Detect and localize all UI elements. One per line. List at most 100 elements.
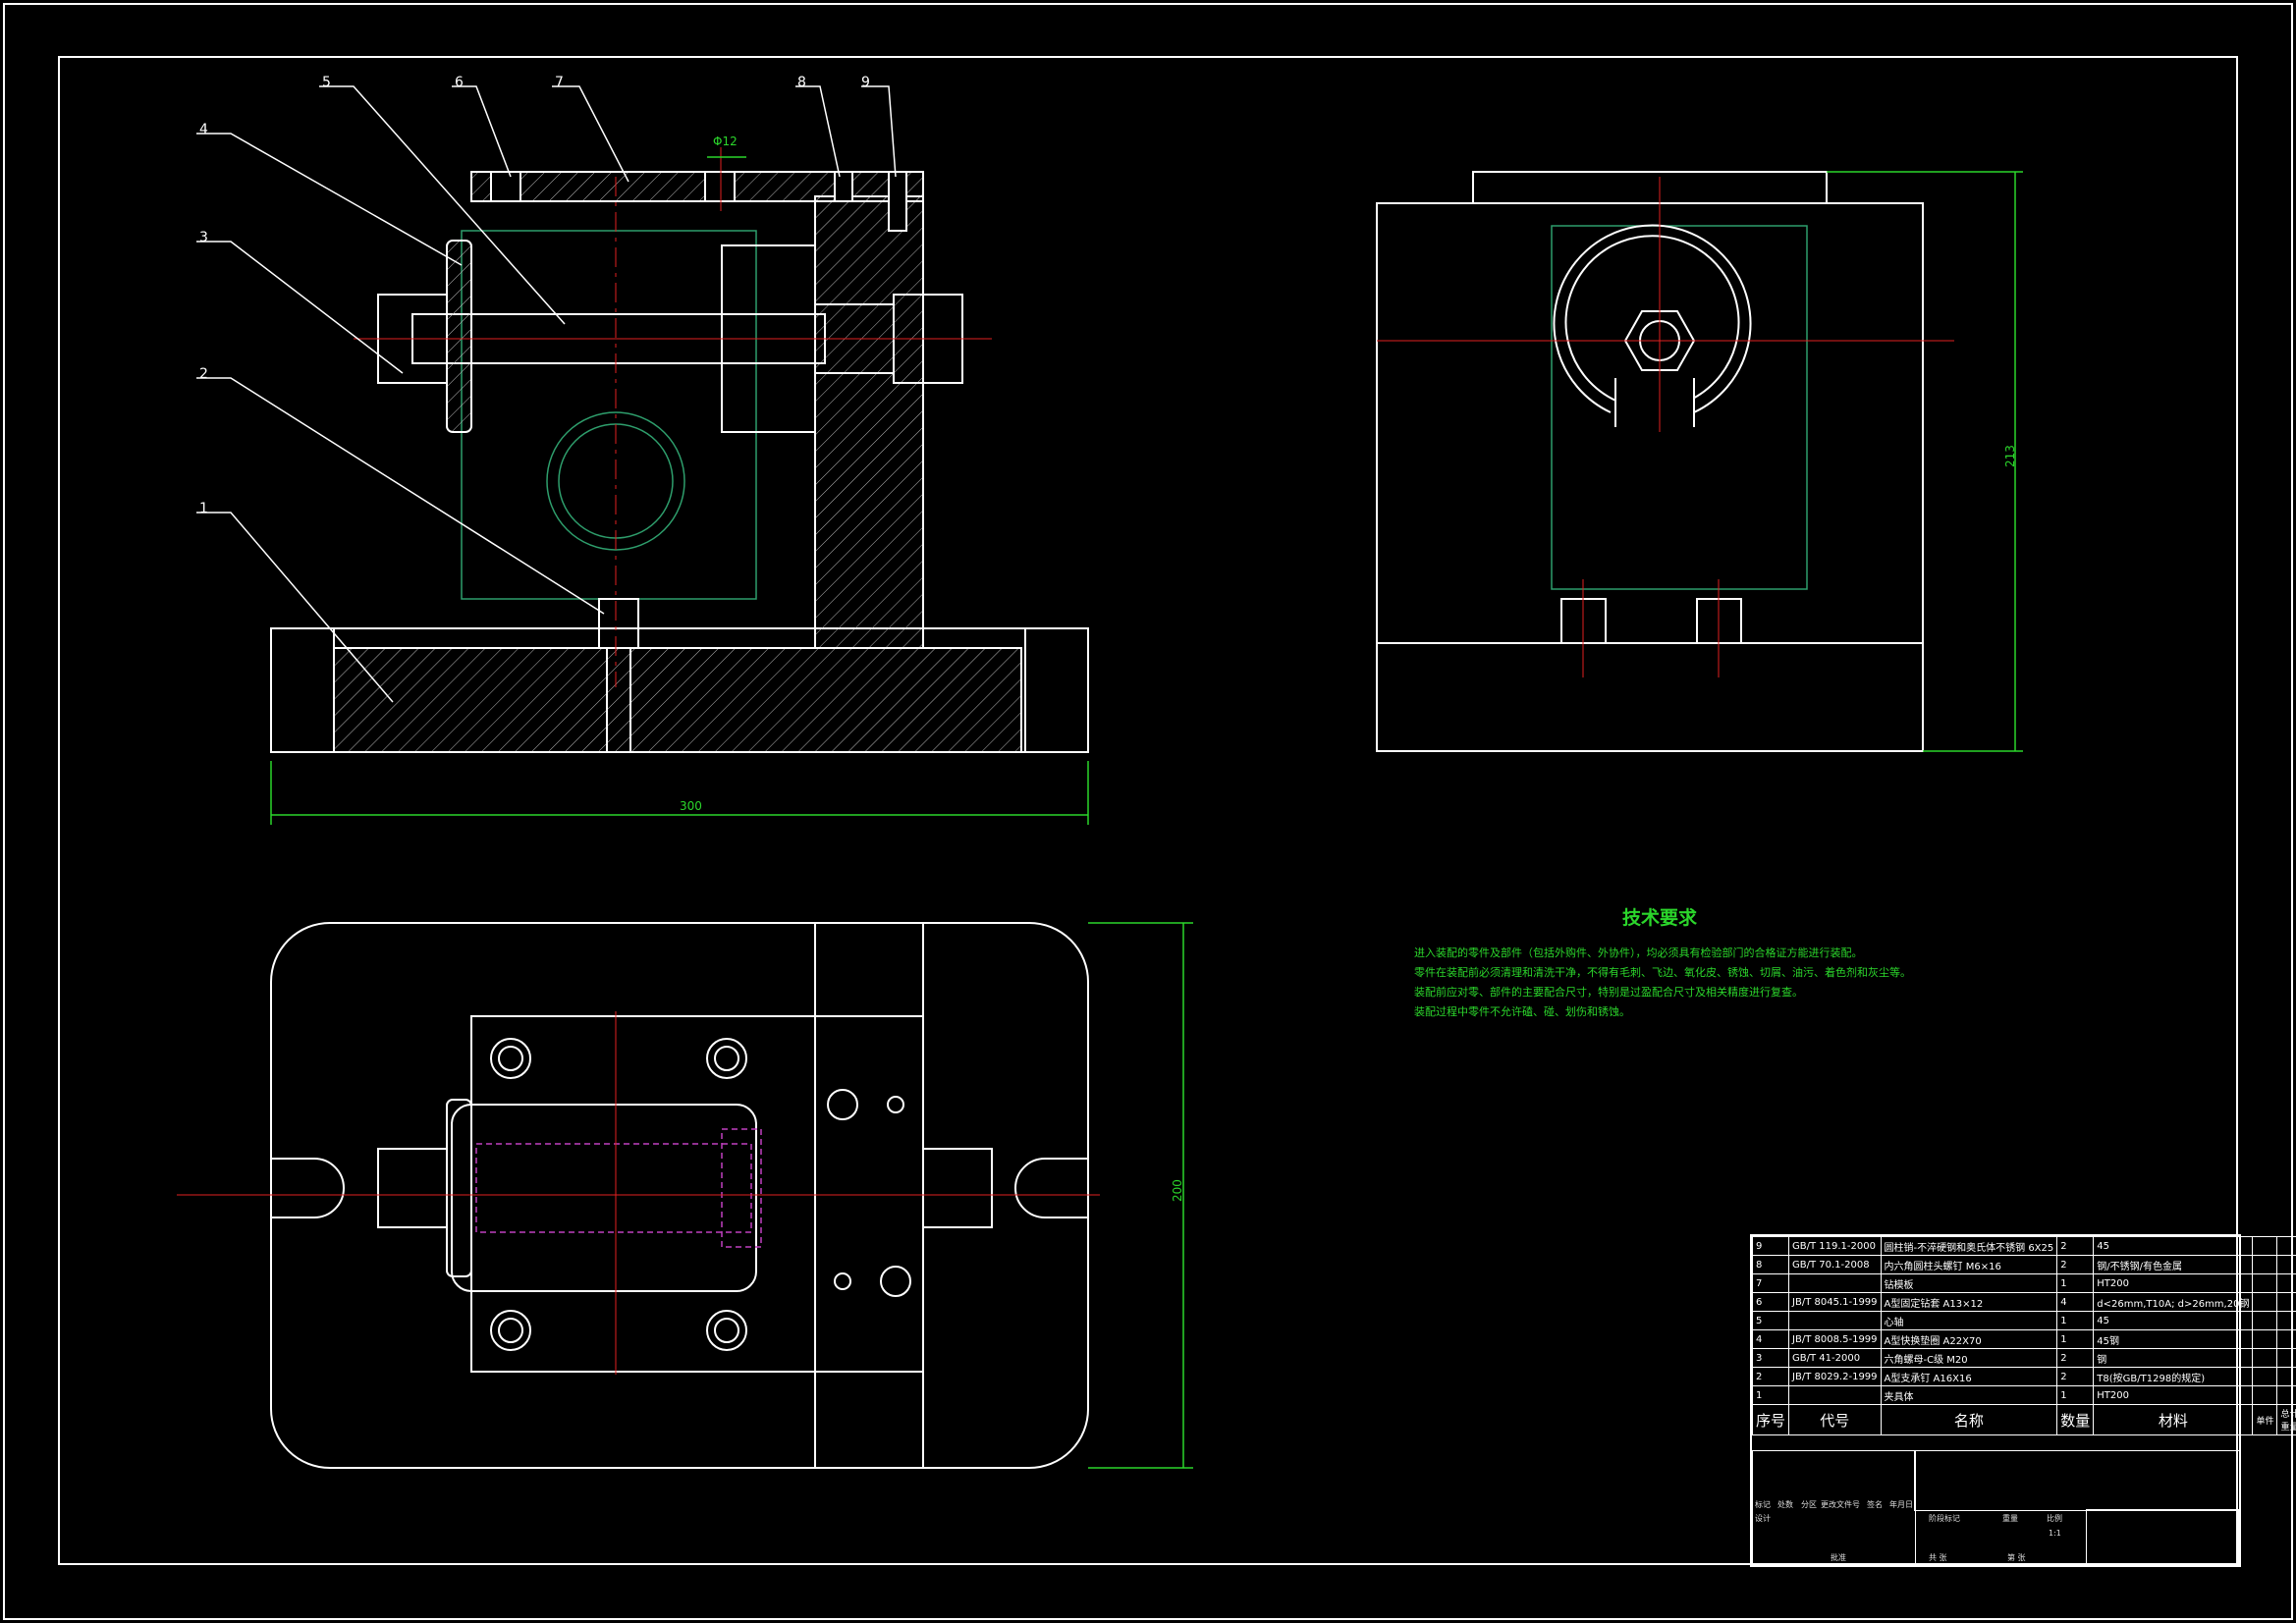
balloon-4: 4 [199,122,208,137]
balloon-5: 5 [322,75,331,90]
title-block: 标记 处数 分区 更改文件号 签名 年月日 设计 阶段标记 重量 比例 1:1 … [1752,1450,2240,1566]
bom-cell-mat: HT200 [2093,1385,2254,1405]
dim-depth-200: 200 [1171,1179,1184,1202]
bom-header-total-label: 总计 [2280,1410,2296,1420]
dim-height-213: 213 [2003,445,2017,467]
tb-weight: 重量 [2002,1514,2018,1523]
bom-cell-qty: 2 [2056,1348,2095,1368]
bom-cell-blank5 [2252,1292,2278,1312]
side-dimension [1827,171,2023,752]
bom-cell-blank5 [2252,1385,2278,1405]
bom-cell-name: A型快换垫圈 A22X70 [1880,1329,2058,1349]
bom-header-weight-label: 重量 [2280,1423,2296,1433]
leader-lines [196,85,897,703]
bom-cell-name: 钻模板 [1880,1273,2058,1293]
bom-cell-no: 6 [1751,1292,1790,1312]
bom-cell-mat: 45 [2093,1236,2254,1256]
tb-scale: 比例 [2047,1514,2062,1523]
bom-cell-code: GB/T 41-2000 [1788,1348,1882,1368]
bom-header-code: 代号 [1788,1404,1882,1435]
tb-scale-value: 1:1 [2049,1529,2061,1538]
bom-cell-name: 圆柱销-不淬硬钢和奥氏体不锈钢 6X25 [1880,1236,2058,1256]
dim-width-300: 300 [680,799,702,813]
bom-cell-qty: 1 [2056,1329,2095,1349]
bom-cell-qty: 1 [2056,1311,2095,1330]
side-view [1376,171,1954,752]
bom-cell-mat: HT200 [2093,1273,2254,1293]
bom-cell-qty: 1 [2056,1385,2095,1405]
bom-header-unit: 单件 [2252,1404,2278,1435]
balloon-2: 2 [199,366,208,382]
tb-stage: 阶段标记 [1929,1514,1960,1523]
bom-cell-code: JB/T 8008.5-1999 [1788,1329,1882,1349]
tb-date: 年月日 [1889,1500,1913,1509]
bom-cell-blank5 [2252,1329,2278,1349]
bom-cell-no: 8 [1751,1255,1790,1274]
tb-approve: 批准 [1831,1553,1846,1562]
inner-frame [58,56,2238,1565]
bom-cell-blank5 [2252,1236,2278,1256]
tb-zone: 分区 [1801,1500,1817,1509]
bom-cell-no: 4 [1751,1329,1790,1349]
bom-cell-mat: 45钢 [2093,1329,2254,1349]
balloon-labels: 1 2 3 4 5 6 7 8 9 [199,75,870,516]
bom-cell-code [1788,1385,1882,1405]
balloon-8: 8 [797,75,806,90]
bom-cell-name: A型固定钻套 A13×12 [1880,1292,2058,1312]
bom-header-row: 序号 代号 名称 数量 材料 单件 总计重量 备注 [1751,1404,2296,1435]
tb-design: 设计 [1755,1514,1771,1523]
bom-cell-name: 心轴 [1880,1311,2058,1330]
bom-cell-blank6 [2276,1385,2296,1405]
bom-cell-code: GB/T 119.1-2000 [1788,1236,1882,1256]
bom-header-no: 序号 [1751,1404,1790,1435]
balloon-1: 1 [199,501,208,516]
bom-cell-no: 9 [1751,1236,1790,1256]
bom-cell-no: 7 [1751,1273,1790,1293]
bom-cell-blank6 [2276,1236,2296,1256]
front-view [270,147,1089,753]
tb-doc: 更改文件号 [1821,1500,1860,1509]
bom-cell-blank6 [2276,1348,2296,1368]
balloon-9: 9 [861,75,870,90]
bom-cell-no: 1 [1751,1385,1790,1405]
balloon-6: 6 [455,75,464,90]
bom-cell-name: 夹具体 [1880,1385,2058,1405]
bom-cell-mat: T8(按GB/T1298的规定) [2093,1367,2254,1386]
tb-sheets: 共 张 [1929,1553,1947,1562]
bom-cell-mat: d<26mm,T10A; d>26mm,20钢 [2093,1292,2254,1312]
balloon-7: 7 [555,75,564,90]
bom-cell-mat: 钢/不锈钢/有色金属 [2093,1255,2254,1274]
bom-header-name: 名称 [1880,1404,2058,1435]
bom-cell-name: 六角螺母-C级 M20 [1880,1348,2058,1368]
bom-cell-blank6 [2276,1311,2296,1330]
bom-header-mat: 材料 [2093,1404,2254,1435]
bom-cell-qty: 4 [2056,1292,2095,1312]
bom-cell-no: 5 [1751,1311,1790,1330]
tech-requirements-title: 技术要求 [1621,907,1697,929]
top-view [177,922,1100,1469]
bom-cell-blank6 [2276,1292,2296,1312]
balloon-3: 3 [199,230,208,245]
tech-line-1: 进入装配的零件及部件（包括外购件、外协件），均必须具有检验部门的合格证方能进行装… [1414,947,1863,959]
bom-cell-blank5 [2252,1273,2278,1293]
bom-cell-qty: 1 [2056,1273,2095,1293]
tb-count: 处数 [1777,1500,1793,1509]
bom-cell-blank6 [2276,1367,2296,1386]
bom-cell-code: JB/T 8045.1-1999 [1788,1292,1882,1312]
outer-frame [3,3,2293,1620]
bom-cell-code: GB/T 70.1-2008 [1788,1255,1882,1274]
bom-cell-blank6 [2276,1273,2296,1293]
bom-cell-blank5 [2252,1311,2278,1330]
bom-cell-no: 2 [1751,1367,1790,1386]
top-dimension [1088,922,1193,1469]
bom-cell-qty: 2 [2056,1255,2095,1274]
